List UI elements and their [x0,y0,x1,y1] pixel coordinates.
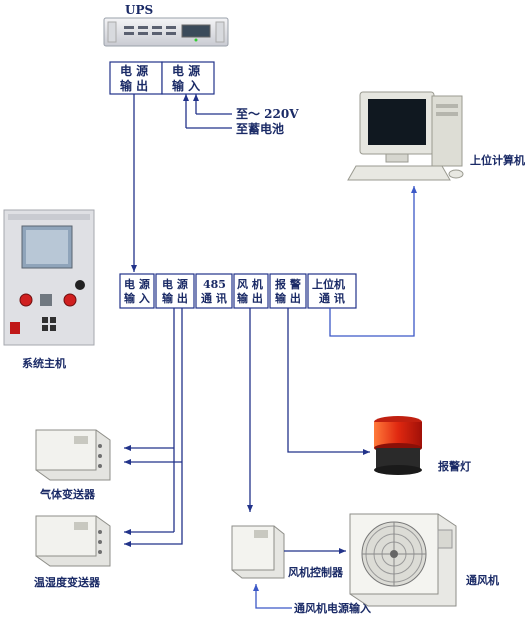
gas-transmitter-caption: 气体变送器 [39,487,96,501]
gas-transmitter-device [35,429,111,481]
fan-device [349,513,457,607]
fan-controller-device [231,525,285,579]
port-host-comm-1: 上位机 [312,277,345,291]
fan-controller-caption: 风机控制器 [288,565,344,579]
port-power-out-2: 输 出 [162,291,188,305]
ups-note-voltage: 至～ 220V [236,107,299,121]
port-power-out-1: 电 源 [162,277,188,291]
port-fan-out-1: 风 机 [237,277,263,291]
temp-humidity-transmitter-caption: 温湿度变送器 [34,575,101,589]
port-485-1: 485 [203,278,226,291]
port-power-in-2: 输 入 [124,291,150,305]
ups-note-battery: 至蓄电池 [236,121,284,136]
port-485-2: 通 讯 [201,292,227,305]
port-power-in-1: 电 源 [124,277,150,291]
ups-output-label-2: 输 出 [120,78,148,93]
computer-device [347,91,464,181]
fan-caption: 通风机 [466,573,499,587]
ups-input-label-1: 电 源 [172,63,200,78]
port-fan-out-2: 输 出 [237,291,263,305]
temp-humidity-transmitter-device [35,515,111,567]
computer-caption: 上位计算机 [470,153,525,167]
port-host-comm-2: 通 讯 [319,292,345,305]
ups-input-label-2: 输 入 [172,78,200,93]
host-caption: 系统主机 [22,356,66,370]
ups-output-label-1: 电 源 [120,63,148,78]
ups-title: UPS [125,3,153,17]
host-cabinet [3,209,95,346]
fan-power-input-caption: 通风机电源输入 [294,601,371,615]
alarm-light-caption: 报警灯 [438,459,471,473]
port-alarm-out-1: 报 警 [275,277,301,291]
ups-device [103,17,229,47]
alarm-light-device [374,416,422,475]
port-alarm-out-2: 输 出 [275,291,301,305]
